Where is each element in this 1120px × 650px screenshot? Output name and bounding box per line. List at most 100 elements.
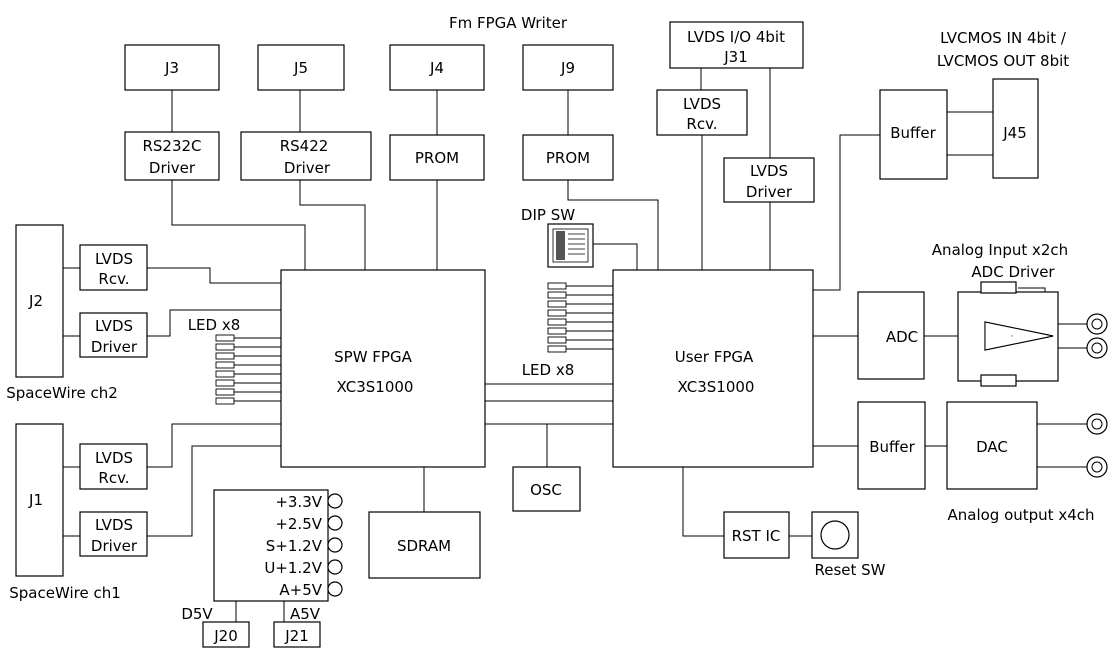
j31-label-line2: J31 bbox=[723, 48, 748, 66]
rst-ic-label: RST IC bbox=[732, 527, 781, 545]
adc: ADC bbox=[857, 291, 925, 380]
lvds-rcv-ch2: LVDS Rcv. bbox=[79, 244, 148, 291]
reset-sw-label: Reset SW bbox=[814, 561, 885, 579]
connector-j2: J2 bbox=[15, 224, 64, 378]
user-fpga: User FPGA XC3S1000 bbox=[612, 269, 814, 468]
connector-j21: J21 bbox=[273, 621, 321, 648]
rst-ic: RST IC bbox=[723, 511, 790, 559]
power-rail-2: +2.5V bbox=[275, 515, 322, 533]
j9-label: J9 bbox=[560, 59, 575, 77]
lvds-rcv-ch1-line1: LVDS bbox=[95, 449, 133, 467]
lvds-rcv-ch1-line2: Rcv. bbox=[98, 469, 129, 487]
dip-sw-label: DIP SW bbox=[521, 206, 575, 224]
j3-label: J3 bbox=[164, 59, 179, 77]
lvds-driver-ch2-line1: LVDS bbox=[95, 317, 133, 335]
lvcmos-label-line1: LVCMOS IN 4bit / bbox=[940, 29, 1067, 47]
lvds-rcv-top-line1: LVDS bbox=[683, 95, 721, 113]
osc-label: OSC bbox=[530, 481, 562, 499]
power-rail-5: A+5V bbox=[279, 581, 322, 599]
led-array-right bbox=[547, 282, 567, 353]
power-rail-1: +3.3V bbox=[275, 493, 322, 511]
spw-fpga: SPW FPGA XC3S1000 bbox=[280, 269, 486, 468]
j45-label: J45 bbox=[1002, 124, 1027, 142]
lvds-driver-top-line2: Driver bbox=[746, 183, 793, 201]
j1-label: J1 bbox=[28, 491, 43, 509]
power-rail-3: S+1.2V bbox=[266, 537, 323, 555]
rs422-label-line1: RS422 bbox=[280, 137, 329, 155]
connector-j45: J45 bbox=[992, 78, 1039, 179]
j4-label: J4 bbox=[429, 59, 444, 77]
analog-output-jacks bbox=[1086, 413, 1108, 478]
lvds-rcv-ch2-line1: LVDS bbox=[95, 250, 133, 268]
dac: DAC bbox=[946, 401, 1038, 490]
led-right-wires bbox=[566, 285, 613, 350]
analog-output-label: Analog output x4ch bbox=[947, 506, 1094, 524]
connector-j3: J3 bbox=[124, 44, 220, 91]
dac-label: DAC bbox=[976, 438, 1008, 456]
adc-label: ADC bbox=[886, 328, 918, 346]
adc-driver-label: ADC Driver bbox=[971, 263, 1055, 281]
lvds-driver-top: LVDS Driver bbox=[723, 157, 815, 203]
prom-right-label: PROM bbox=[546, 149, 590, 167]
prom-left-label: PROM bbox=[415, 149, 459, 167]
rs422-label-line2: Driver bbox=[284, 159, 331, 177]
analog-input-label: Analog Input x2ch bbox=[932, 241, 1068, 259]
lvcmos-label-line2: LVCMOS OUT 8bit bbox=[937, 52, 1069, 70]
lvds-driver-ch1-line2: Driver bbox=[91, 537, 138, 555]
lvds-driver-ch2: LVDS Driver bbox=[79, 312, 148, 358]
connector-j5: J5 bbox=[257, 44, 345, 91]
j31-label-line1: LVDS I/O 4bit bbox=[687, 28, 785, 46]
sdram-label: SDRAM bbox=[397, 537, 451, 555]
rs422-driver: RS422 Driver bbox=[240, 131, 372, 181]
lvds-driver-ch1-line1: LVDS bbox=[95, 516, 133, 534]
buffer-top-label: Buffer bbox=[890, 124, 936, 142]
connector-j9: J9 bbox=[522, 44, 614, 91]
rs232c-label-line2: Driver bbox=[149, 159, 196, 177]
lvds-rcv-top-line2: Rcv. bbox=[686, 115, 717, 133]
power-rail-4: U+1.2V bbox=[264, 559, 322, 577]
user-fpga-label-line1: User FPGA bbox=[675, 348, 754, 366]
a5v-label: A5V bbox=[290, 605, 321, 623]
user-fpga-label-line2: XC3S1000 bbox=[678, 378, 755, 396]
spw-fpga-label-line1: SPW FPGA bbox=[334, 348, 412, 366]
prom-left: PROM bbox=[389, 134, 485, 181]
led-left-wires bbox=[234, 337, 281, 402]
led-array-left bbox=[215, 334, 235, 405]
lvds-rcv-top: LVDS Rcv. bbox=[656, 89, 748, 136]
reset-switch bbox=[811, 511, 859, 559]
rs232c-driver: RS232C Driver bbox=[124, 131, 220, 181]
fm-fpga-writer-label: Fm FPGA Writer bbox=[449, 14, 568, 32]
lvds-driver-top-line1: LVDS bbox=[750, 162, 788, 180]
spacewire-ch2-label: SpaceWire ch2 bbox=[6, 384, 118, 402]
adc-driver bbox=[957, 281, 1059, 387]
rs232c-label-line1: RS232C bbox=[142, 137, 201, 155]
spw-fpga-label-line2: XC3S1000 bbox=[337, 378, 414, 396]
connector-j1: J1 bbox=[15, 423, 64, 577]
buffer-bottom: Buffer bbox=[857, 401, 926, 490]
buffer-top: Buffer bbox=[879, 89, 948, 180]
prom-right: PROM bbox=[522, 134, 614, 181]
dip-switch bbox=[547, 223, 594, 268]
lvds-rcv-ch1: LVDS Rcv. bbox=[79, 443, 148, 490]
connector-j20: J20 bbox=[202, 621, 250, 648]
power-block: +3.3V +2.5V S+1.2V U+1.2V A+5V bbox=[213, 489, 343, 602]
lvds-driver-ch1: LVDS Driver bbox=[79, 511, 148, 557]
connector-j4: J4 bbox=[389, 44, 485, 91]
j21-label: J21 bbox=[284, 627, 309, 645]
d5v-label: D5V bbox=[181, 605, 213, 623]
j2-label: J2 bbox=[28, 292, 43, 310]
connector-j31: LVDS I/O 4bit J31 bbox=[669, 21, 804, 69]
lvds-driver-ch2-line2: Driver bbox=[91, 338, 138, 356]
j20-label: J20 bbox=[213, 627, 238, 645]
led-right-label: LED x8 bbox=[522, 361, 575, 379]
osc: OSC bbox=[512, 466, 581, 512]
sdram: SDRAM bbox=[368, 511, 481, 579]
led-left-label: LED x8 bbox=[188, 316, 241, 334]
analog-input-jacks bbox=[1086, 313, 1108, 359]
spacewire-ch1-label: SpaceWire ch1 bbox=[9, 584, 121, 602]
lvds-rcv-ch2-line2: Rcv. bbox=[98, 270, 129, 288]
j5-label: J5 bbox=[293, 59, 308, 77]
buffer-bottom-label: Buffer bbox=[869, 438, 915, 456]
